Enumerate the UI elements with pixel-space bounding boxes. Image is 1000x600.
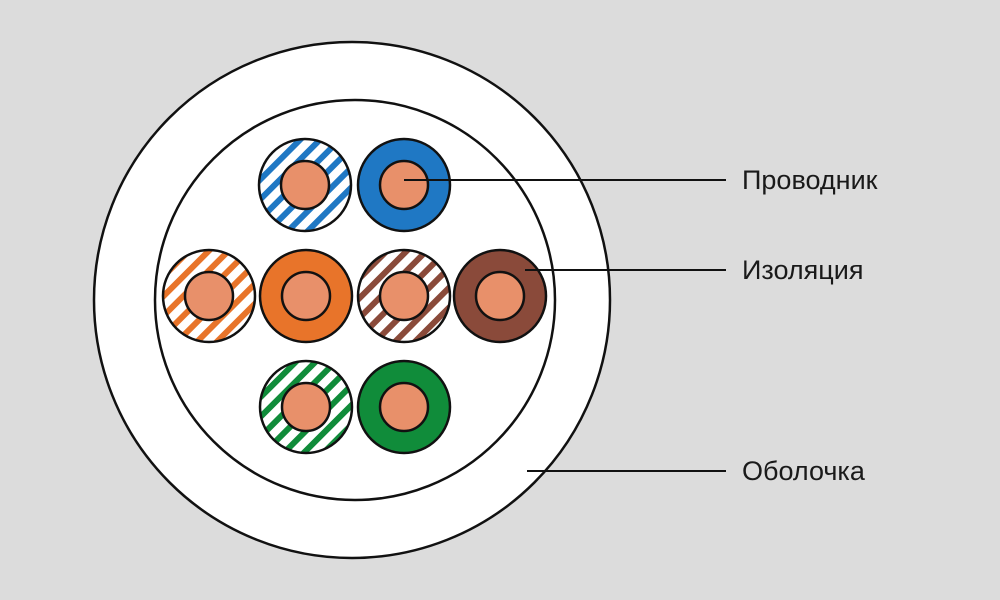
wire-orange-white (161, 248, 257, 344)
wire-orange (258, 248, 354, 344)
insulation-label: Изоляция (742, 255, 863, 285)
inner-boundary (153, 98, 557, 502)
wire-pairs (161, 137, 548, 455)
wire-conductor (279, 159, 331, 211)
wire-conductor (280, 270, 332, 322)
wire-blue-white (257, 137, 353, 233)
wire-green-white (258, 359, 354, 455)
wire-blue (356, 137, 452, 233)
wire-brown-white (356, 248, 452, 344)
sheath-label: Оболочка (742, 456, 866, 486)
wire-conductor (280, 381, 332, 433)
wire-conductor (474, 270, 526, 322)
wire-conductor (183, 270, 235, 322)
wire-conductor (378, 270, 430, 322)
wire-conductor (378, 381, 430, 433)
wire-conductor (378, 159, 430, 211)
wire-green (356, 359, 452, 455)
wire-brown (452, 248, 548, 344)
conductor-label: Проводник (742, 165, 878, 195)
